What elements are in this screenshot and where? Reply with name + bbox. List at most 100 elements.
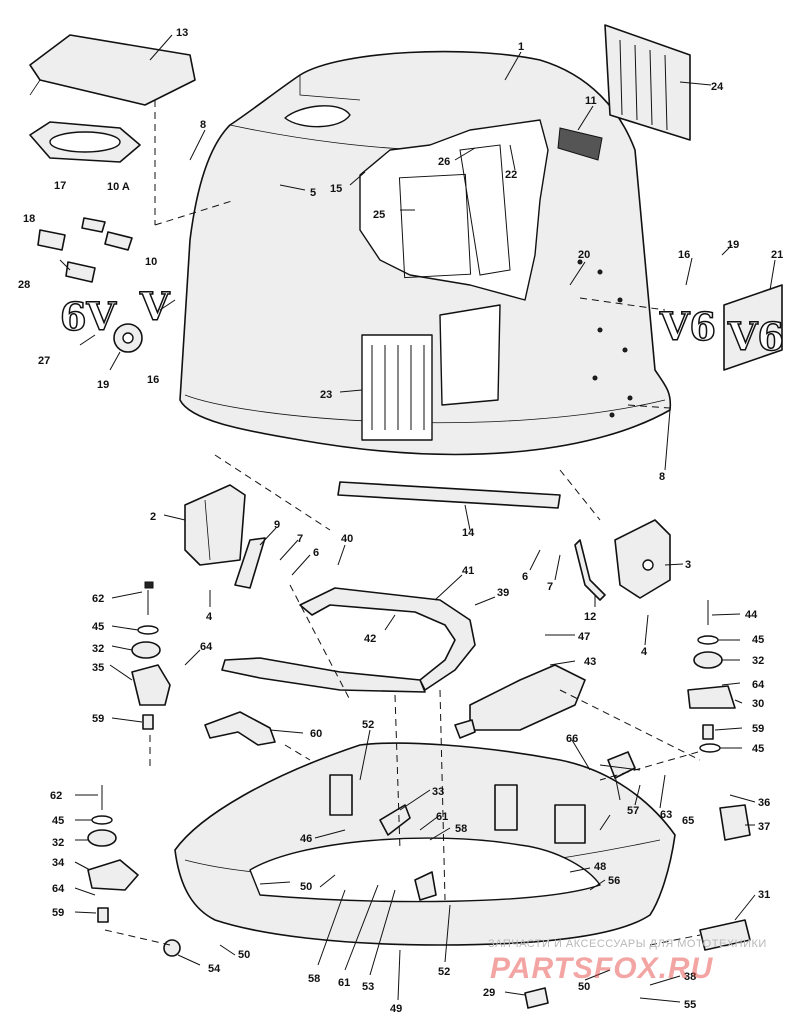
watermark-brand: PARTSFOX.RU (490, 952, 714, 985)
right-mount-assembly (687, 600, 751, 841)
label-48: 48 (594, 861, 606, 873)
label-18: 18 (23, 213, 35, 225)
v-decal-single: V (139, 284, 171, 329)
label-64-center: 64 (200, 641, 213, 653)
part-9-clip (234, 537, 266, 589)
label-62-top: 62 (92, 593, 104, 605)
label-19-right: 19 (727, 239, 739, 251)
label-29: 29 (483, 987, 495, 999)
part-57-valve (599, 751, 641, 779)
label-8-top: 8 (200, 119, 206, 131)
part-54-fastener (163, 939, 181, 957)
label-45-right-bottom: 45 (752, 743, 764, 755)
label-37: 37 (758, 821, 770, 833)
label-49: 49 (390, 1003, 402, 1015)
part-60-handle (204, 711, 276, 746)
label-47: 47 (578, 631, 590, 643)
label-1: 1 (518, 41, 524, 53)
part-53-latch (414, 871, 437, 901)
label-59-left-bottom: 59 (52, 907, 64, 919)
engine-cover-top (179, 50, 672, 456)
label-7-right: 7 (547, 581, 553, 593)
label-62-bottom: 62 (50, 790, 62, 802)
label-50-left: 50 (238, 949, 250, 961)
label-11: 11 (585, 95, 597, 107)
label-46: 46 (300, 833, 312, 845)
label-60: 60 (310, 728, 322, 740)
left-mount-assembly (87, 581, 171, 923)
label-50-right: 50 (578, 981, 590, 993)
label-17: 17 (54, 180, 66, 192)
lower-cover (174, 742, 676, 946)
label-63: 63 (660, 809, 672, 821)
part-3-bracket (614, 519, 671, 599)
part-17-frame (29, 121, 141, 163)
label-33: 33 (432, 786, 444, 798)
label-42: 42 (364, 633, 376, 645)
label-24: 24 (711, 81, 724, 93)
label-16-right: 16 (678, 249, 690, 261)
label-10a: 10 A (107, 181, 130, 193)
label-7-left: 7 (297, 533, 303, 545)
label-64-right: 64 (752, 679, 765, 691)
label-23: 23 (320, 389, 332, 401)
part-33-latch (379, 804, 411, 836)
v6-decal-flipped: 6V (60, 294, 117, 339)
part-12-clip (574, 539, 606, 601)
label-9: 9 (274, 519, 280, 531)
label-30: 30 (752, 698, 764, 710)
label-64-left: 64 (52, 883, 65, 895)
label-65: 65 (682, 815, 694, 827)
part-41-42-frame (221, 587, 476, 693)
part-14-strip (337, 481, 561, 509)
label-61-bottom: 61 (338, 977, 350, 989)
label-61-top: 61 (436, 811, 448, 823)
label-34: 34 (52, 857, 65, 869)
label-32-right: 32 (752, 655, 764, 667)
part-24-grille (604, 24, 691, 141)
v6-decal-main: V6 (659, 304, 716, 349)
watermark: ЗАПЧАСТИ И АКСЕССУАРЫ ДЛЯ МОТОТЕХНИКИ PA… (488, 938, 767, 985)
label-45-left-bottom: 45 (52, 815, 64, 827)
label-21: 21 (771, 249, 783, 261)
label-12: 12 (584, 611, 596, 623)
label-4-right: 4 (641, 646, 648, 658)
label-31: 31 (758, 889, 770, 901)
part-2-bracket (184, 484, 246, 566)
label-43: 43 (584, 656, 596, 668)
label-26: 26 (438, 156, 450, 168)
assembly-dashed-lines (104, 100, 701, 946)
label-32-left-bottom: 32 (52, 837, 64, 849)
part-number-labels: 1 2 3 4 4 5 6 6 7 7 8 8 9 10 10 A 11 12 … (18, 27, 783, 1015)
label-14: 14 (462, 527, 475, 539)
label-53: 53 (362, 981, 374, 993)
label-36: 36 (758, 797, 770, 809)
label-19-left: 19 (97, 379, 109, 391)
label-22: 22 (505, 169, 517, 181)
label-52-bottom: 52 (438, 966, 450, 978)
label-27: 27 (38, 355, 50, 367)
label-2: 2 (150, 511, 156, 523)
part-43-plate (454, 664, 586, 739)
part-31-block (699, 919, 751, 951)
label-6-right: 6 (522, 571, 528, 583)
label-59-right: 59 (752, 723, 764, 735)
label-55: 55 (684, 999, 696, 1011)
label-41: 41 (462, 565, 474, 577)
label-50-center: 50 (300, 881, 312, 893)
label-28: 28 (18, 279, 30, 291)
label-58-top: 58 (455, 823, 467, 835)
label-6-left: 6 (313, 547, 319, 559)
label-16-left: 16 (147, 374, 159, 386)
label-45-right-top: 45 (752, 634, 764, 646)
watermark-tagline: ЗАПЧАСТИ И АКСЕССУАРЫ ДЛЯ МОТОТЕХНИКИ (488, 938, 767, 950)
label-54: 54 (208, 963, 221, 975)
label-13: 13 (176, 27, 188, 39)
leader-lines (59, 34, 776, 1003)
label-39: 39 (497, 587, 509, 599)
label-15: 15 (330, 183, 342, 195)
label-4-left: 4 (206, 611, 213, 623)
v6-decal-outline: V6 (727, 314, 784, 359)
label-45-left-top: 45 (92, 621, 104, 633)
